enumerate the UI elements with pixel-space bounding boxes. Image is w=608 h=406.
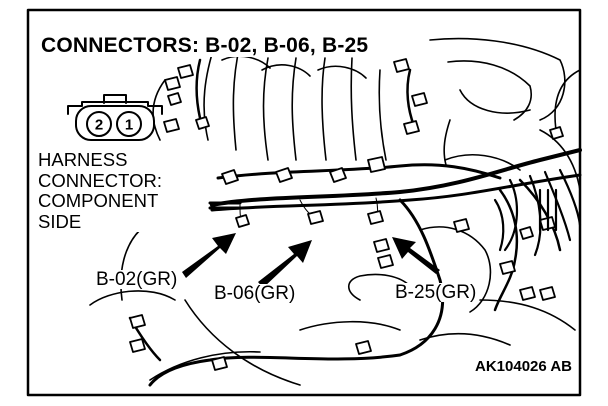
- connector-label-b06: B-06(GR): [212, 283, 298, 304]
- right-harness-cluster: [493, 168, 582, 257]
- harness-connector-label: HARNESS CONNECTOR: COMPONENT SIDE: [36, 149, 165, 232]
- connector-label-b25: B-25(GR): [393, 282, 479, 303]
- harness-label-leader: [208, 201, 242, 210]
- arrow-b06: [258, 240, 312, 288]
- pointer-arrows: [182, 233, 440, 288]
- wiring-harness: [128, 58, 582, 387]
- figure-code: AK104026 AB: [473, 358, 574, 375]
- connector-face-icon: [67, 94, 163, 141]
- connector-label-b02: B-02(GR): [94, 269, 180, 290]
- pin-number-1: 1: [125, 117, 133, 134]
- pin-number-2: 2: [95, 117, 103, 134]
- harness-label-line-3: COMPONENT: [38, 190, 159, 211]
- arrow-b02: [182, 233, 236, 278]
- harness-label-line-1: HARNESS: [38, 149, 128, 170]
- harness-label-line-4: SIDE: [38, 210, 82, 232]
- figure-frame: [26, 8, 582, 397]
- harness-label-line-2: CONNECTOR:: [38, 169, 163, 191]
- arrow-b25: [392, 237, 440, 274]
- page-title: CONNECTORS: B-02, B-06, B-25: [38, 34, 372, 57]
- harness-connectors: [129, 58, 564, 371]
